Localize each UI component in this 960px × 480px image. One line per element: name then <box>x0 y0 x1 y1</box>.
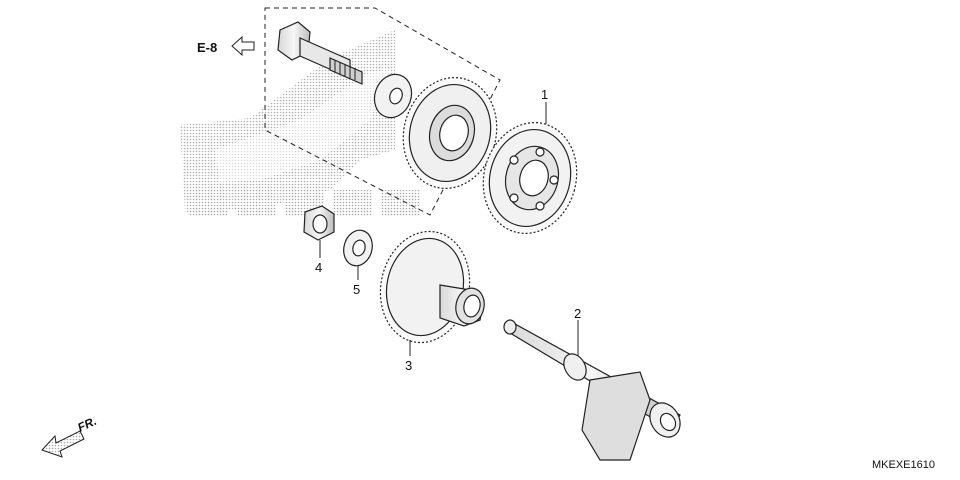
arrow-left-icon <box>231 35 255 57</box>
diagram-code: MKEXE1610 <box>872 459 935 471</box>
assembly-outline <box>264 7 501 216</box>
bolt-washer <box>373 73 413 119</box>
part-1-gear[interactable]: 1 <box>471 87 589 244</box>
callout-2: 2 <box>574 306 581 321</box>
reference-label: E-8 <box>197 40 217 55</box>
part-2-shaft[interactable]: 2 <box>503 306 686 461</box>
flange-bolt <box>277 21 363 85</box>
part-3-gear[interactable]: 3 <box>370 223 487 373</box>
front-label: FR. <box>75 414 98 435</box>
reference-e8[interactable]: E-8 <box>197 35 255 57</box>
part-4-nut[interactable]: 4 <box>303 205 335 275</box>
callout-4: 4 <box>315 260 322 275</box>
arrow-front-icon <box>41 430 85 458</box>
honda-wordmark <box>188 190 420 216</box>
callout-1: 1 <box>541 87 548 102</box>
callout-3: 3 <box>405 358 412 373</box>
part-5-washer[interactable]: 5 <box>340 227 376 297</box>
front-direction-indicator: FR. <box>41 414 99 458</box>
primary-drive-gear <box>402 77 498 189</box>
callout-5: 5 <box>353 282 360 297</box>
